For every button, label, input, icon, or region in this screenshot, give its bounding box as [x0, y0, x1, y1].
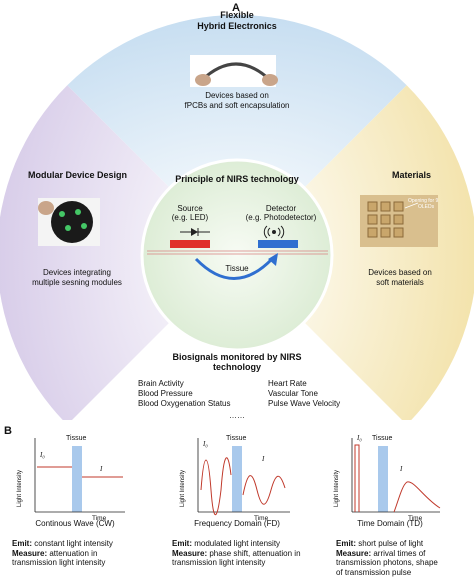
- fd-tissue-label: Tissue: [226, 435, 247, 442]
- sector-right: [237, 85, 474, 420]
- biosignal-item: Blood Oxygenation Status: [138, 399, 231, 408]
- biosignals-col1: Brain Activity Blood Pressure Blood Oxyg…: [138, 379, 268, 409]
- flexible-device-photo: [190, 55, 278, 87]
- measure-text: arrival times of: [371, 548, 426, 558]
- right-photo-label-line1: Opening for 9: [408, 198, 439, 204]
- sector-left: [0, 85, 237, 420]
- cw-xlabel: Time: [92, 515, 107, 522]
- center-title: Principle of NIRS technology: [175, 174, 299, 184]
- cw-ylabel: Light Intensity: [17, 469, 23, 507]
- biosignals-title-line1: Biosignals monitored by NIRS: [172, 352, 302, 362]
- detector-bar: [258, 240, 298, 248]
- cw-i0-label: I₀: [40, 451, 45, 459]
- modular-device-photo: [38, 198, 100, 246]
- biosignals-col2: Heart Rate Vascular Tone Pulse Wave Velo…: [268, 379, 388, 409]
- biosignal-item: Pulse Wave Velocity: [268, 399, 341, 408]
- biosignal-item: Heart Rate: [268, 379, 307, 388]
- fd-detected-wave: [242, 475, 286, 505]
- panel-b-letter: B: [4, 425, 12, 437]
- biosignal-item: Blood Pressure: [138, 389, 193, 398]
- source-bar: [170, 240, 210, 248]
- emit-label: Emit:: [12, 539, 32, 548]
- top-caption-line2: fPCBs and soft encapsulation: [184, 101, 290, 110]
- cw-plot: [34, 438, 125, 513]
- measure-text-cont: of transmission pulse: [336, 567, 412, 577]
- td-ylabel: Light Intensity: [334, 469, 340, 507]
- td-plot: [351, 438, 441, 513]
- detector-label-line2: (e.g. Photodetector): [245, 213, 317, 222]
- emit-label: Emit:: [336, 539, 356, 548]
- left-title: Modular Device Design: [28, 170, 128, 180]
- td-i0-label: I₀: [357, 434, 362, 442]
- emit-text: modulated light intensity: [192, 539, 281, 548]
- cw-i-label: I: [100, 465, 103, 473]
- top-title-line2: Hybrid Electronics: [197, 21, 277, 31]
- source-label-line2: (e.g. LED): [171, 213, 209, 222]
- panel-a-diagram: [0, 15, 474, 420]
- tissue-layer: [147, 250, 328, 255]
- fd-description: Emit: modulated light intensity Measure:…: [172, 539, 332, 568]
- fd-xlabel: Time: [254, 515, 269, 522]
- cw-tissue-label: Tissue: [66, 435, 87, 442]
- top-caption-line1: Devices based on: [205, 91, 269, 100]
- right-photo-label-line2: OLEDs: [418, 204, 435, 210]
- biosignals-ellipsis: ……: [229, 411, 245, 420]
- cw-tissue-band: [72, 446, 82, 512]
- left-caption-line1: Devices integrating: [42, 268, 112, 277]
- panel-a-letter: A: [232, 2, 240, 14]
- fd-tissue-band: [232, 446, 242, 512]
- measure-text-cont: transmission photons, shape: [336, 558, 438, 567]
- right-title: Materials: [392, 170, 432, 180]
- measure-label: Measure:: [172, 548, 208, 558]
- cw-name: Continous Wave (CW): [35, 519, 115, 528]
- td-detected-pulse: [393, 481, 441, 513]
- fd-emit-wave: [200, 457, 232, 516]
- right-caption-line2: soft materials: [376, 278, 424, 287]
- emit-text: constant light intensity: [32, 539, 113, 548]
- light-path-arrow: [194, 257, 274, 280]
- biosignal-item: Brain Activity: [138, 379, 184, 388]
- top-title-line1: Flexible: [220, 10, 254, 20]
- fd-i-label: I: [262, 455, 265, 463]
- measure-text-cont: transmission light intensity: [12, 558, 106, 567]
- tissue-label: Tissue: [225, 264, 249, 273]
- emit-label: Emit:: [172, 539, 192, 548]
- cw-description: Emit: constant light intensity Measure: …: [12, 539, 162, 568]
- measure-label: Measure:: [12, 548, 48, 558]
- center-circle: [140, 158, 334, 352]
- left-caption-line2: multiple sesning modules: [32, 278, 122, 287]
- source-label-line1: Source: [177, 204, 203, 213]
- detector-label-line1: Detector: [265, 204, 297, 213]
- td-xlabel: Time: [408, 515, 423, 522]
- td-description: Emit: short pulse of light Measure: arri…: [336, 539, 472, 577]
- fd-plot: [197, 438, 290, 516]
- measure-text: phase shift, attenuation in: [207, 548, 301, 558]
- soft-material-photo: [360, 195, 438, 247]
- biosignals-title-line2: technology: [212, 362, 261, 372]
- right-caption-line1: Devices based on: [368, 268, 432, 277]
- sector-top: [67, 15, 407, 256]
- td-tissue-label: Tissue: [372, 435, 393, 442]
- td-tissue-band: [378, 446, 388, 512]
- measure-label: Measure:: [336, 548, 372, 558]
- biosignal-item: Vascular Tone: [268, 389, 318, 398]
- panel-b-plots: [34, 438, 441, 516]
- emit-text: short pulse of light: [356, 539, 424, 548]
- measure-text-cont: transmission light intensity: [172, 558, 266, 567]
- fd-i0-label: I₀: [203, 440, 208, 448]
- photodetector-signal-icon: [263, 225, 285, 239]
- fd-ylabel: Light Intensity: [180, 469, 186, 507]
- td-emit-pulse: [354, 444, 360, 512]
- led-symbol-icon: [180, 228, 210, 236]
- fd-name: Frequency Domain (FD): [194, 519, 280, 528]
- td-i-label: I: [400, 465, 403, 473]
- measure-text: attenuation in: [47, 548, 98, 558]
- td-name: Time Domain (TD): [357, 519, 423, 528]
